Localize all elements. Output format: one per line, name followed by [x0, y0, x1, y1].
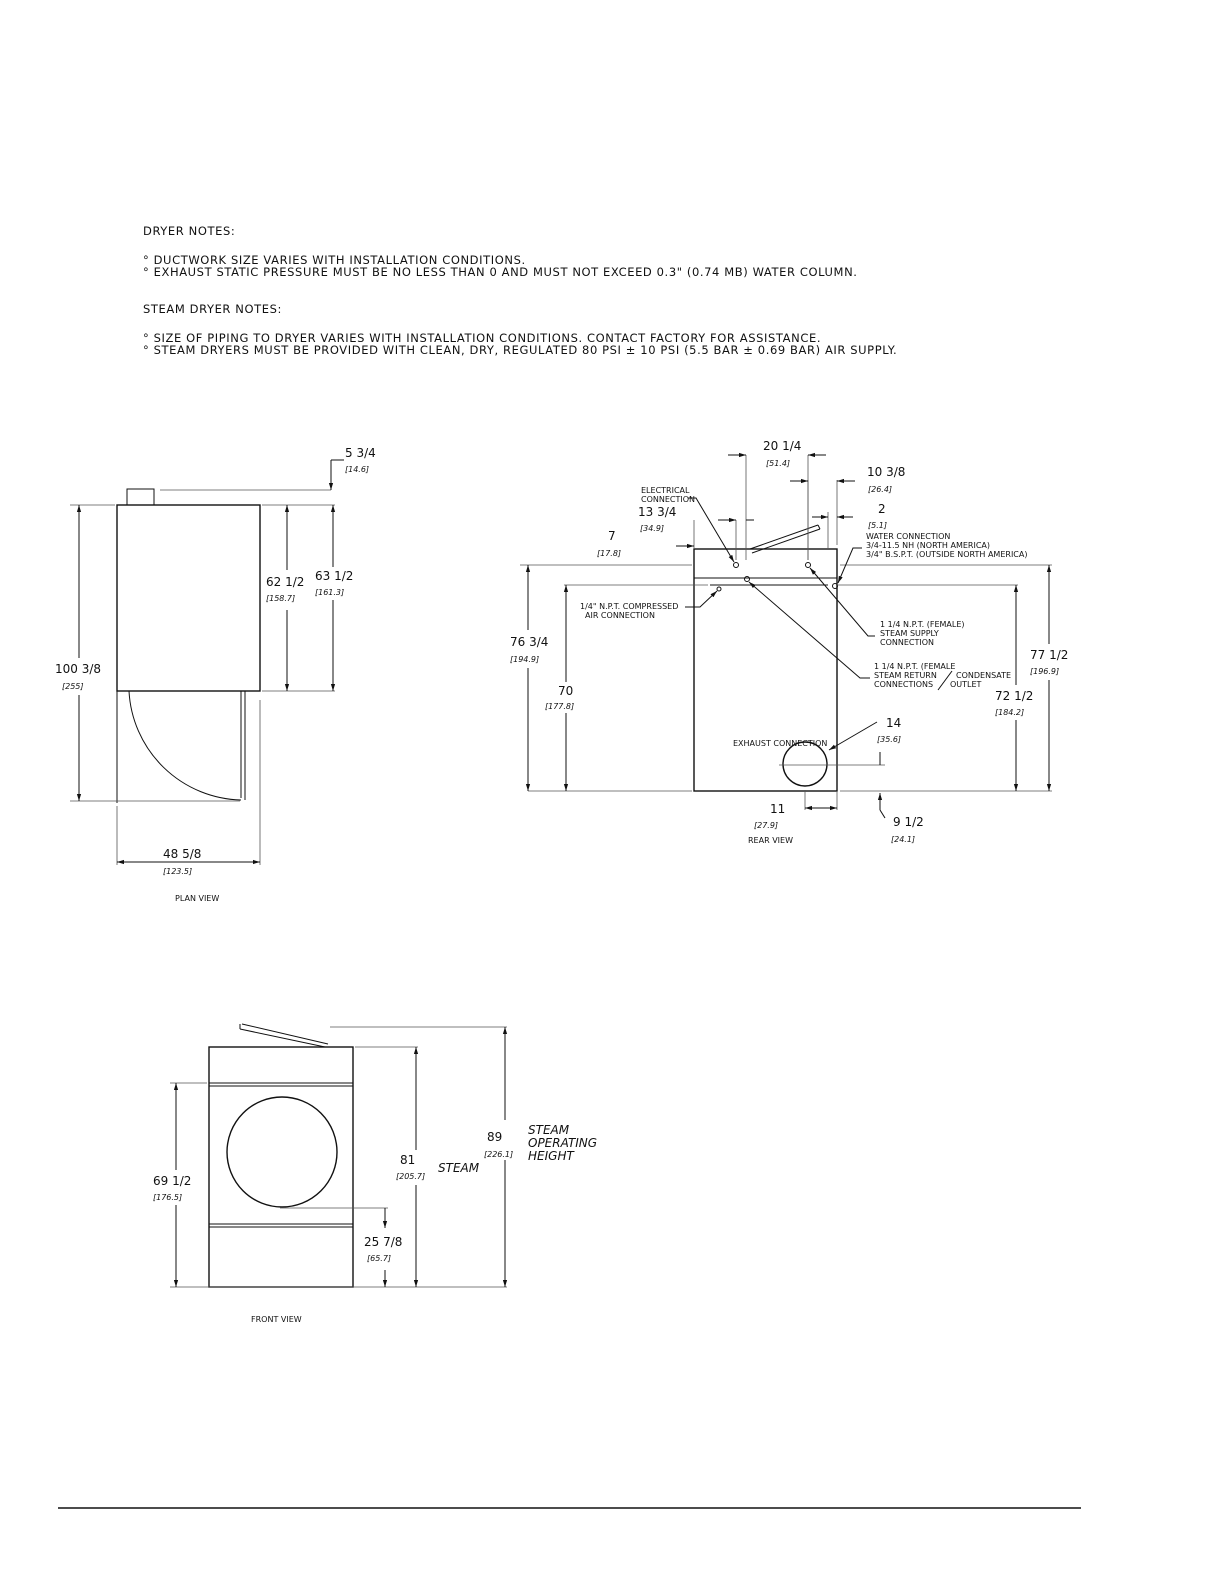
electrical-label-1: ELECTRICAL [641, 486, 690, 495]
rear-dim-8: 77 1/2 [1030, 648, 1068, 662]
rear-dim-9-metric: [184.2] [995, 708, 1024, 717]
return-label-5: OUTLET [950, 680, 982, 689]
rear-cabinet [693, 548, 838, 792]
rear-dim-12-metric: [24.1] [891, 835, 915, 844]
dryer-note-1: ° DUCTWORK SIZE VARIES WITH INSTALLATION… [143, 253, 526, 267]
rear-dim-3-metric: [5.1] [868, 521, 887, 530]
rear-dim-12: 9 1/2 [893, 815, 924, 829]
front-dim-1-metric: [176.5] [153, 1193, 182, 1202]
rear-dim-5: 7 [608, 529, 616, 543]
steam-note-2: ° STEAM DRYERS MUST BE PROVIDED WITH CLE… [143, 343, 898, 357]
rear-dim-11: 11 [770, 802, 785, 816]
supply-label-3: CONNECTION [880, 638, 934, 647]
rear-dim-4: 13 3/4 [638, 505, 676, 519]
rear-dim-1: 20 1/4 [763, 439, 801, 453]
plan-dim-width-metric: [123.5] [163, 867, 192, 876]
plan-dim-cab: 62 1/2 [266, 575, 304, 589]
supply-label-2: STEAM SUPPLY [880, 629, 939, 638]
front-dim-3-label: STEAM [438, 1161, 480, 1175]
air-label-2: AIR CONNECTION [585, 611, 655, 620]
plan-dim-cab2: 63 1/2 [315, 569, 353, 583]
exhaust-label: EXHAUST CONNECTION [733, 739, 827, 748]
front-height-label-1: STEAM [528, 1123, 570, 1137]
return-label-2: STEAM RETURN [874, 671, 937, 680]
plan-dim-cab2-metric: [161.3] [315, 588, 344, 597]
plan-dim-total: 100 3/8 [55, 662, 101, 676]
front-dim-4: 89 [487, 1130, 502, 1144]
front-dim-2: 25 7/8 [364, 1235, 402, 1249]
plan-dim-total-metric: [255] [62, 682, 84, 691]
rear-dim-9: 72 1/2 [995, 689, 1033, 703]
plan-dim-top-metric: [14.6] [345, 465, 369, 474]
electrical-label-2: CONNECTION [641, 495, 695, 504]
front-view: 69 1/2 [176.5] 25 7/8 [65.7] 81 [205.7] … [153, 1023, 597, 1324]
front-door-circle [226, 1096, 338, 1208]
steam-note-1: ° SIZE OF PIPING TO DRYER VARIES WITH IN… [143, 331, 822, 345]
water-label-3: 3/4" B.S.P.T. (OUTSIDE NORTH AMERICA) [866, 550, 1027, 559]
return-label-1: 1 1/4 N.P.T. (FEMALE [874, 662, 955, 671]
plan-dim-top: 5 3/4 [345, 446, 376, 460]
rear-dim-5-metric: [17.8] [597, 549, 621, 558]
notes-block: DRYER NOTES: ° DUCTWORK SIZE VARIES WITH… [143, 225, 897, 356]
rear-dim-2-metric: [26.4] [868, 485, 892, 494]
front-height-label-2: OPERATING [528, 1136, 597, 1150]
plan-dim-width: 48 5/8 [163, 847, 201, 861]
dryer-note-2: ° EXHAUST STATIC PRESSURE MUST BE NO LES… [143, 265, 858, 279]
front-dim-2-metric: [65.7] [367, 1254, 391, 1263]
front-height-label-3: HEIGHT [528, 1149, 575, 1163]
rear-dim-11-metric: [27.9] [754, 821, 778, 830]
plan-door-swing [128, 690, 242, 801]
rear-view: 20 1/4 [51.4] 10 3/8 [26.4] 2 [5.1] 13 3… [510, 439, 1068, 845]
front-view-title: FRONT VIEW [251, 1315, 302, 1324]
water-connection-point [805, 562, 811, 568]
rear-dim-7-metric: [177.8] [545, 702, 574, 711]
front-dim-3: 81 [400, 1153, 415, 1167]
rear-dim-8-metric: [196.9] [1030, 667, 1059, 676]
plan-view: 5 3/4 [14.6] 62 1/2 [158.7] 63 1/2 [161.… [55, 446, 376, 903]
electrical-connection-point [733, 562, 739, 568]
plan-cabinet [116, 504, 261, 692]
rear-dim-10-metric: [35.6] [877, 735, 901, 744]
front-dim-1: 69 1/2 [153, 1174, 191, 1188]
rear-dim-2: 10 3/8 [867, 465, 905, 479]
rear-dim-4-metric: [34.9] [640, 524, 664, 533]
plan-dim-cab-metric: [158.7] [266, 594, 295, 603]
return-label-4: CONNECTIONS [874, 680, 933, 689]
rear-dim-7: 70 [558, 684, 573, 698]
steam-notes-title: STEAM DRYER NOTES: [143, 302, 283, 316]
rear-dim-1-metric: [51.4] [766, 459, 790, 468]
rear-dim-6-metric: [194.9] [510, 655, 539, 664]
supply-label-1: 1 1/4 N.P.T. (FEMALE) [880, 620, 965, 629]
return-label-3: CONDENSATE [956, 671, 1011, 680]
exhaust-connection-circle [782, 741, 828, 787]
front-dim-3-metric: [205.7] [396, 1172, 425, 1181]
front-dim-4-metric: [226.1] [484, 1150, 513, 1159]
rear-dim-6: 76 3/4 [510, 635, 548, 649]
plan-top-fitting [126, 488, 155, 506]
dryer-notes-title: DRYER NOTES: [143, 224, 236, 238]
rear-dim-3: 2 [878, 502, 886, 516]
plan-view-title: PLAN VIEW [175, 894, 219, 903]
water-label-1: WATER CONNECTION [866, 532, 950, 541]
rear-dim-10: 14 [886, 716, 901, 730]
water-label-2: 3/4-11.5 NH (NORTH AMERICA) [866, 541, 990, 550]
air-label-1: 1/4" N.P.T. COMPRESSED [580, 602, 678, 611]
rear-view-title: REAR VIEW [748, 836, 793, 845]
